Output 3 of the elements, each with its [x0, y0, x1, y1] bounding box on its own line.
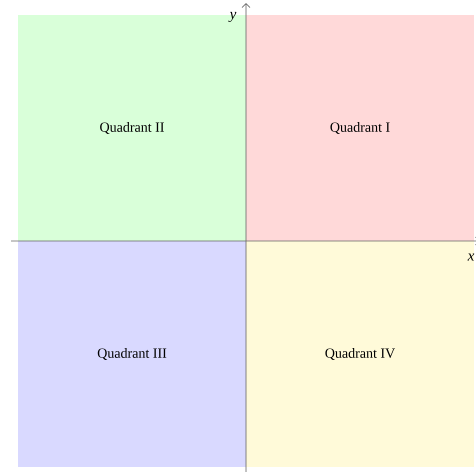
- quadrant-box: Quadrant III: [18, 241, 246, 467]
- axis-label: x: [468, 254, 474, 260]
- quadrant-box: Quadrant I: [246, 15, 474, 241]
